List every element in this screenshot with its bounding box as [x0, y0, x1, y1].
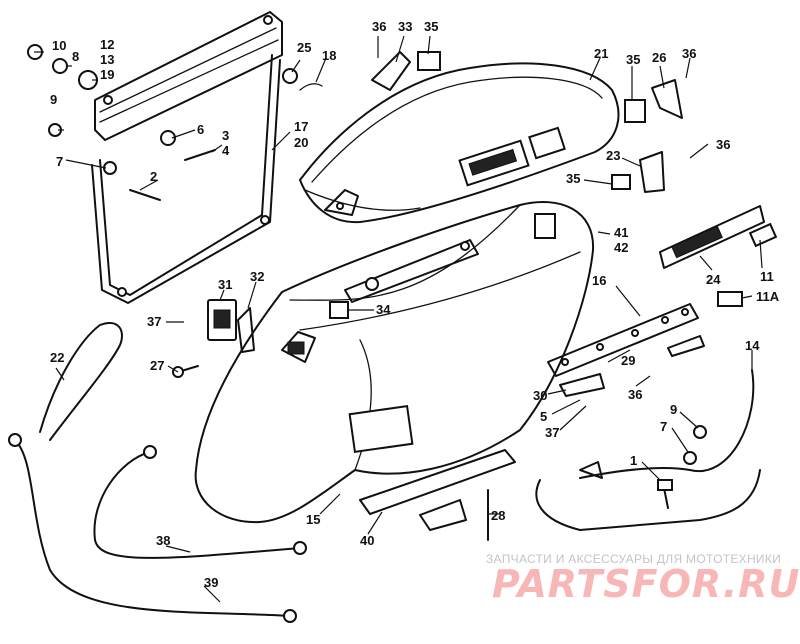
- leader-lines: [34, 35, 763, 603]
- callout-36-top: 36: [372, 19, 386, 34]
- callout-3: 3: [222, 128, 229, 143]
- callout-7-right: 7: [660, 419, 667, 434]
- callout-23: 23: [606, 148, 620, 163]
- small-brackets: [207, 51, 705, 397]
- saddlebag-body: [194, 201, 595, 524]
- mounting-plate-40: [359, 449, 516, 515]
- callout-37-left: 37: [147, 314, 161, 329]
- saddlebag-lid: [299, 62, 620, 224]
- rail-38: [93, 451, 301, 559]
- callout-labels: 1 2 3 4 5 6 7 7 8 9 9 10 11 11A 12 13 14…: [50, 19, 780, 590]
- callout-39: 39: [204, 575, 218, 590]
- callout-19: 19: [100, 67, 114, 82]
- callout-36-right: 36: [682, 46, 696, 61]
- callout-37-right: 37: [545, 425, 559, 440]
- callout-40: 40: [360, 533, 374, 548]
- callout-27: 27: [150, 358, 164, 373]
- callout-34: 34: [376, 302, 391, 317]
- callout-35-right: 35: [626, 52, 640, 67]
- callout-12: 12: [100, 37, 114, 52]
- reflector: [659, 205, 778, 307]
- callout-21: 21: [594, 46, 608, 61]
- callout-29: 29: [621, 353, 635, 368]
- callout-9-right: 9: [670, 402, 677, 417]
- callout-20: 20: [294, 135, 308, 150]
- callout-10: 10: [52, 38, 66, 53]
- support-strap-22: [39, 322, 123, 441]
- callout-31: 31: [218, 277, 232, 292]
- mounting-bracket: [91, 11, 283, 304]
- callout-38: 38: [156, 533, 170, 548]
- callout-6: 6: [197, 122, 204, 137]
- callout-4: 4: [222, 143, 230, 158]
- callout-36-low: 36: [628, 387, 642, 402]
- callout-25: 25: [297, 40, 311, 55]
- callout-32: 32: [250, 269, 264, 284]
- callout-24: 24: [706, 272, 721, 287]
- callout-35-mid: 35: [566, 171, 580, 186]
- callout-36-mid: 36: [716, 137, 730, 152]
- callout-14: 14: [745, 338, 760, 353]
- callout-35-top: 35: [424, 19, 438, 34]
- callout-5: 5: [540, 409, 547, 424]
- watermark-caption: ЗАПЧАСТИ И АКСЕССУАРЫ ДЛЯ МОТОТЕХНИКИ: [486, 552, 782, 566]
- hinge-strip: [547, 303, 699, 377]
- callout-33: 33: [398, 19, 412, 34]
- callout-26: 26: [652, 50, 666, 65]
- callout-1: 1: [630, 453, 637, 468]
- rail-39: [14, 439, 291, 617]
- callout-15: 15: [306, 512, 320, 527]
- callout-22: 22: [50, 350, 64, 365]
- callout-17: 17: [294, 119, 308, 134]
- callout-13: 13: [100, 52, 114, 67]
- callout-28: 28: [491, 508, 505, 523]
- callout-41: 41: [614, 225, 628, 240]
- callout-42: 42: [614, 240, 628, 255]
- guard-rail-14: [535, 369, 761, 531]
- callout-11a: 11A: [756, 289, 780, 304]
- callout-30: 30: [533, 388, 547, 403]
- watermark-logo: PARTSFOR.RU: [492, 562, 800, 606]
- callout-18: 18: [322, 48, 336, 63]
- callout-16: 16: [592, 273, 606, 288]
- callout-2: 2: [150, 169, 157, 184]
- callout-9-left: 9: [50, 92, 57, 107]
- callout-7-left: 7: [56, 154, 63, 169]
- callout-11: 11: [760, 269, 774, 284]
- callout-8: 8: [72, 49, 79, 64]
